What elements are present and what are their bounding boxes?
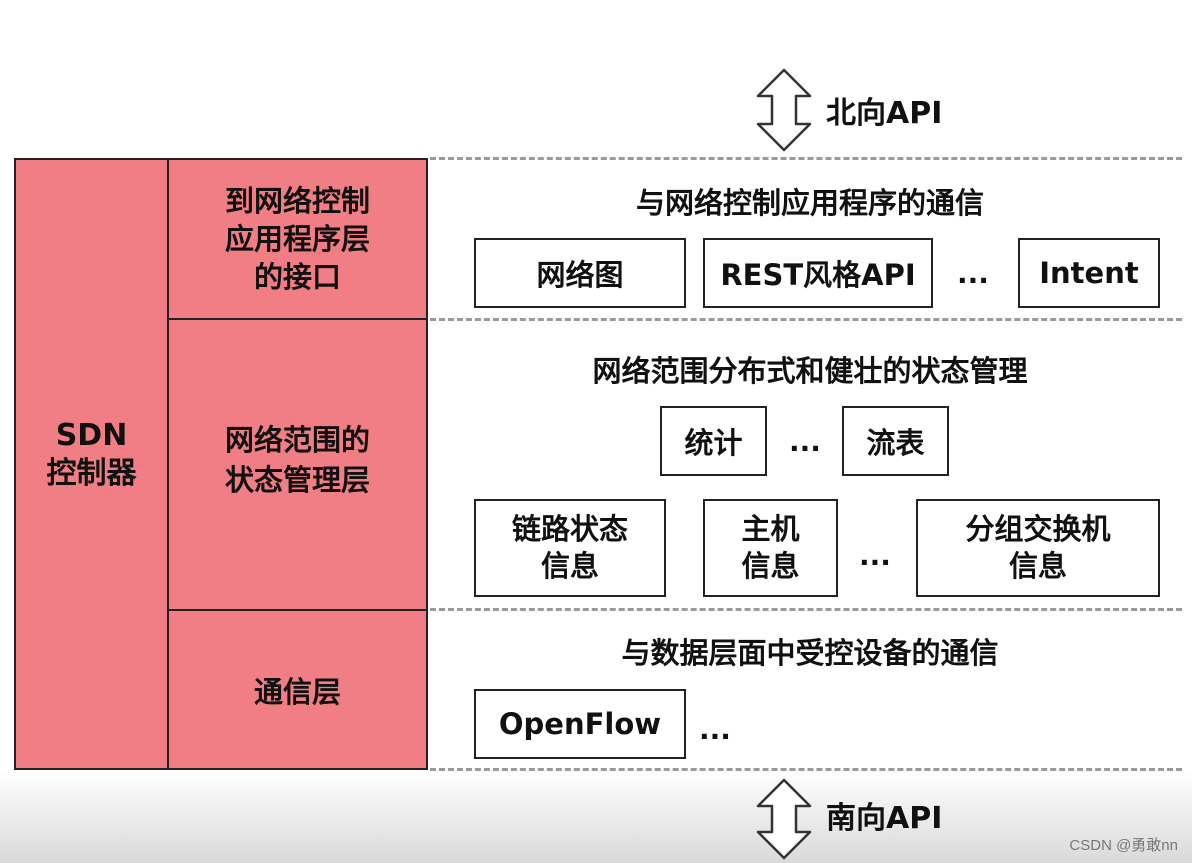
interface-layer-label: 到网络控制 应用程序层 的接口 [224,184,370,294]
device-comm-ellipsis: ... [699,712,731,746]
state-row2-ellipsis: ... [859,538,891,572]
openflow-label: OpenFlow [498,707,662,741]
flow-table-box [842,406,949,476]
divider-bottom [430,768,1182,771]
comm-layer-block [167,609,428,770]
host-info-label: 主机 信息 [741,512,800,583]
divider-top [430,157,1182,160]
network-graph-label: 网络图 [536,258,624,292]
sdn-controller-block [14,158,169,770]
link-state-box [474,499,666,597]
app-comm-ellipsis: ... [957,256,989,290]
divider-2 [430,318,1182,321]
state-row1-ellipsis: ... [789,424,821,458]
interface-layer-block [167,158,428,320]
network-graph-box [474,238,686,308]
state-layer-label: 网络范围的 状态管理层 [224,423,370,497]
divider-3 [430,608,1182,611]
state-mgmt-title: 网络范围分布式和健壮的状态管理 [592,354,1028,388]
north-api-label: 北向API [826,96,943,131]
bottom-fade [0,770,1192,863]
watermark: CSDN @勇敢nn [1069,837,1178,854]
app-comm-title: 与网络控制应用程序的通信 [635,186,984,220]
flow-table-label: 流表 [866,426,925,460]
rest-api-box [703,238,933,308]
intent-box [1018,238,1160,308]
south-api-arrow-icon [756,778,812,860]
north-api-arrow-icon [756,68,812,152]
statistics-label: 统计 [684,426,743,460]
statistics-box [660,406,767,476]
device-comm-title: 与数据层面中受控设备的通信 [621,636,999,670]
switch-info-box [916,499,1160,597]
sdn-controller-label: SDN 控制器 [46,418,137,491]
host-info-box [703,499,838,597]
comm-layer-label: 通信层 [253,674,341,709]
link-state-label: 链路状态 信息 [511,512,628,583]
south-api-label: 南向API [826,801,943,836]
intent-label: Intent [1039,256,1139,290]
rest-api-label: REST风格API [720,258,916,292]
switch-info-label: 分组交换机 信息 [965,512,1111,583]
openflow-box [474,689,686,759]
